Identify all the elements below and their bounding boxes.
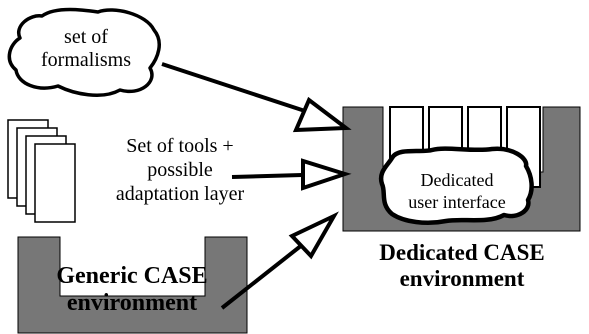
formalisms-label-line-1: set of (64, 26, 108, 48)
dedicated-case-label-line-2: environment (399, 266, 525, 292)
generic-case-label: Generic CASE environment (0, 263, 264, 317)
formalisms-label: set of formalisms (22, 26, 150, 72)
dedicated-ui-label-line-1: Dedicated (420, 170, 494, 190)
arrow-generic-head (288, 211, 339, 260)
tools-label: Set of tools + possible adaptation layer (80, 134, 280, 206)
tools-label-line-3: adaptation layer (115, 183, 245, 205)
generic-case-u-shape (17, 236, 248, 334)
arrow-generic-shaft (220, 243, 304, 310)
formalisms-cloud (7, 7, 161, 97)
tool-document-4 (34, 143, 76, 223)
dedicated-case-label-line-1: Dedicated CASE (379, 240, 545, 265)
generic-case-label-line-1: Generic CASE (56, 263, 208, 289)
arrow-formalisms-shaft (161, 62, 306, 113)
arrow-formalisms-head (292, 96, 352, 133)
dedicated-ui-label: Dedicated user interface (388, 170, 526, 214)
tools-label-line-1: Set of tools + (126, 135, 234, 157)
dedicated-case-label: Dedicated CASE environment (344, 240, 580, 293)
tools-label-line-2: possible (147, 159, 213, 181)
formalisms-label-line-2: formalisms (41, 49, 131, 71)
arrow-tools-head (301, 158, 352, 191)
arrow-tools-shaft (231, 173, 303, 179)
dedicated-ui-label-line-2: user interface (408, 191, 506, 212)
dedicated-ui-blob (378, 146, 534, 225)
generic-case-label-line-2: environment (66, 289, 198, 316)
